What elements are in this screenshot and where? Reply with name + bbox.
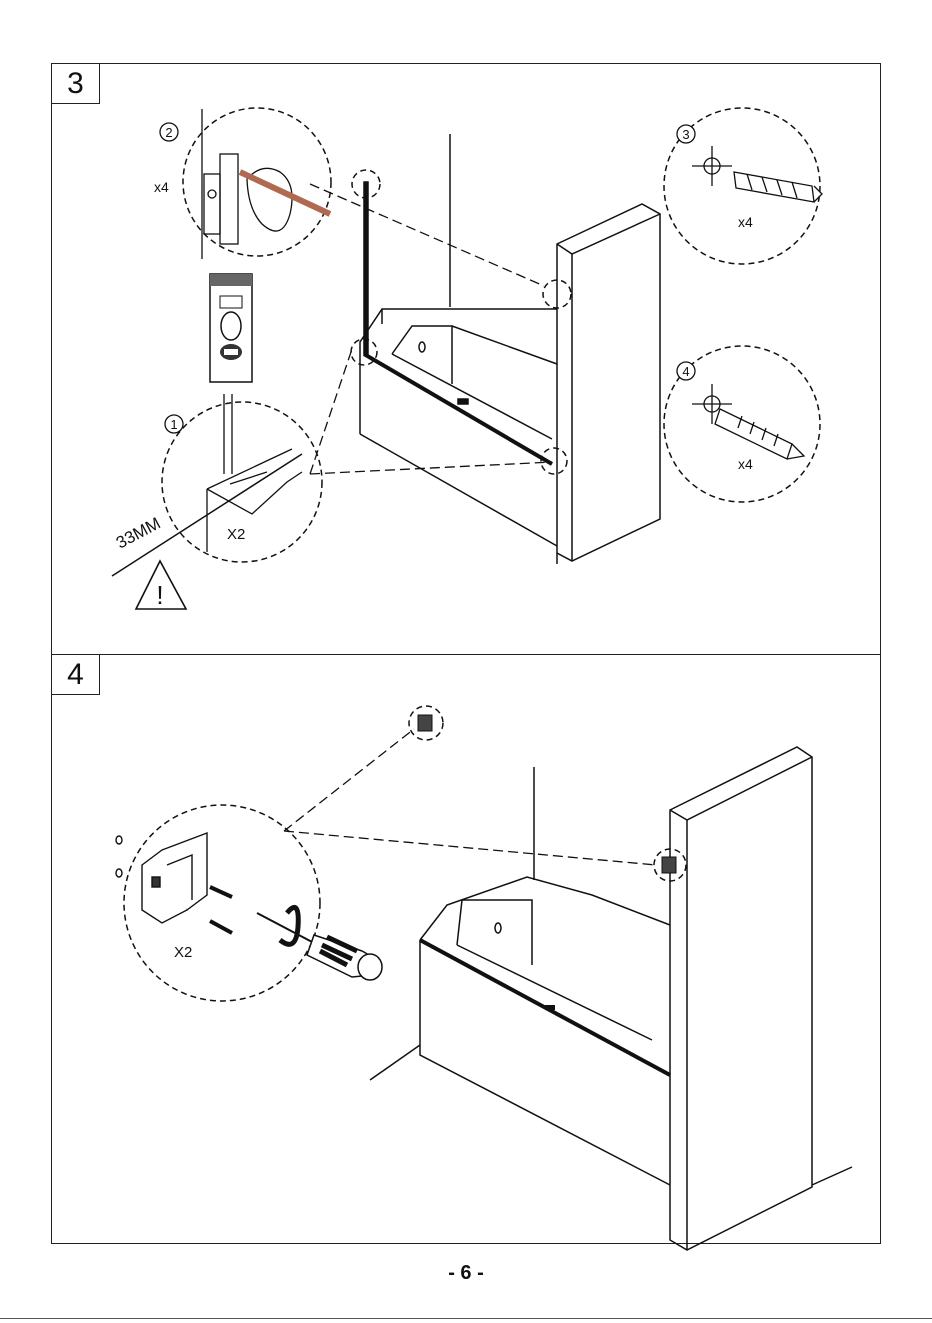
callout-2-quantity: x4 <box>154 179 169 195</box>
callout-3-id: 3 <box>682 127 689 142</box>
page-number: - 6 - <box>0 1262 932 1285</box>
callout-1-quantity: X2 <box>227 526 245 543</box>
footer-divider <box>0 1318 932 1319</box>
callout-quantity: X2 <box>174 944 192 961</box>
step-4-panel: 4 <box>51 654 881 1244</box>
step-3-illustration: 2 x4 1 X2 33MM <box>52 64 882 656</box>
drill-bit-icon <box>692 146 822 202</box>
wall-plug-icon <box>692 384 804 459</box>
callout-2-id: 2 <box>165 125 172 140</box>
callout-4-quantity: x4 <box>738 456 753 472</box>
warning-icon: ! <box>136 561 186 610</box>
step-4-illustration: X2 <box>52 655 882 1245</box>
wall-bracket-icon <box>116 833 207 923</box>
callout-3-quantity: x4 <box>738 214 753 230</box>
screw-icon <box>210 887 232 933</box>
bracket-icon <box>418 715 676 873</box>
step-3-panel: 3 <box>51 63 881 655</box>
callout-4-id: 4 <box>682 364 689 379</box>
measurement-label: 33MM <box>113 514 164 553</box>
warning-symbol: ! <box>156 580 163 610</box>
spirit-level-icon <box>210 274 252 382</box>
callout-1-id: 1 <box>170 417 177 432</box>
